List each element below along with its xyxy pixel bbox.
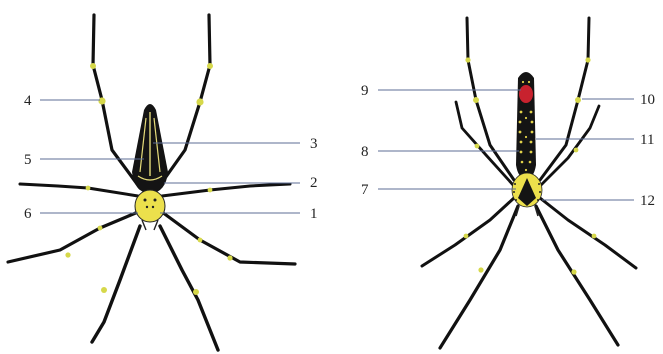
- abdomen-dorsal: [132, 104, 168, 194]
- abdomen-ventral: [516, 72, 536, 180]
- label-7: 7: [361, 182, 369, 198]
- cephalothorax-dorsal: [135, 190, 165, 230]
- label-2: 2: [310, 175, 318, 191]
- label-6: 6: [24, 206, 32, 222]
- label-12: 12: [640, 193, 655, 209]
- label-10: 10: [640, 92, 655, 108]
- label-8: 8: [361, 144, 369, 160]
- label-9: 9: [361, 83, 369, 99]
- label-11: 11: [640, 132, 654, 148]
- label-1: 1: [310, 206, 318, 222]
- label-5: 5: [24, 152, 32, 168]
- label-3: 3: [310, 136, 318, 152]
- label-4: 4: [24, 93, 32, 109]
- spider-ventral-view: [422, 18, 636, 348]
